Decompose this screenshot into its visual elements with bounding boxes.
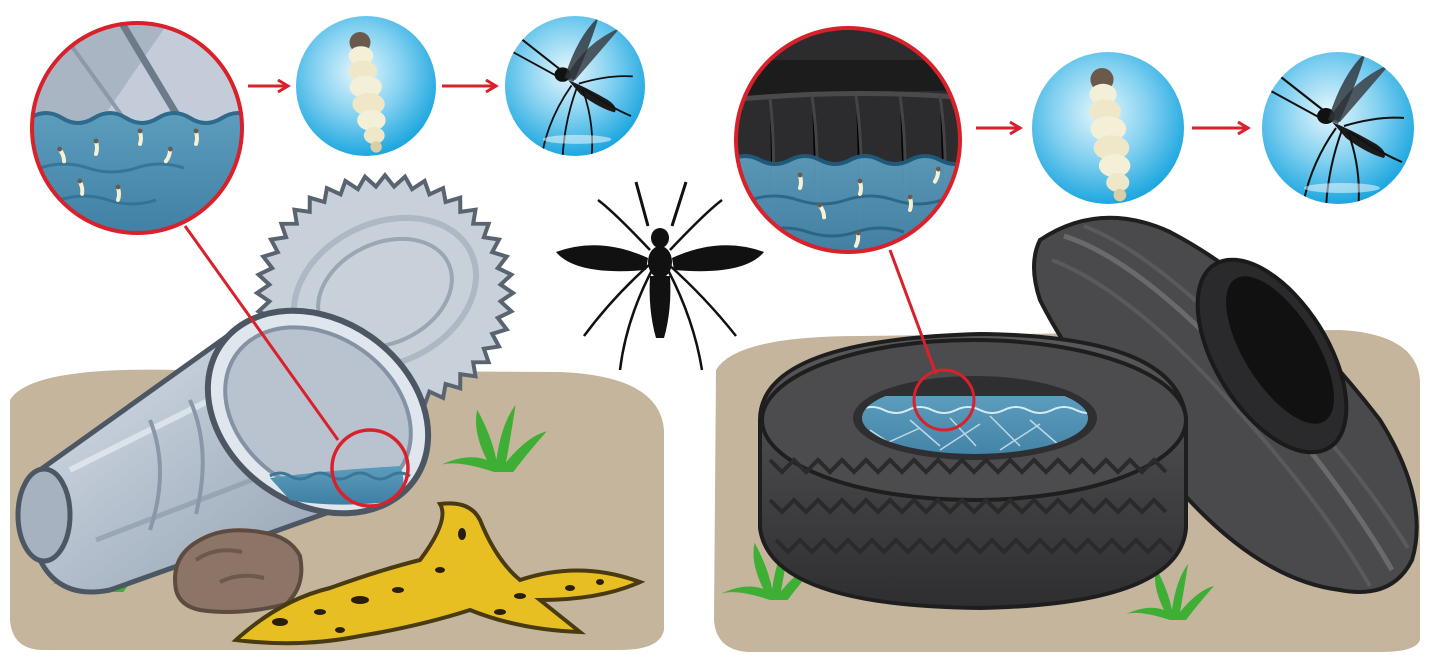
adult-mosquito-bubble xyxy=(1258,52,1414,210)
lying-tire-icon xyxy=(760,334,1186,608)
larva-bubble xyxy=(296,16,436,156)
mosquito-silhouette-icon xyxy=(556,182,764,370)
rock-icon xyxy=(175,530,301,612)
larva-bubble xyxy=(1032,52,1184,204)
adult-mosquito-bubble xyxy=(501,16,645,159)
